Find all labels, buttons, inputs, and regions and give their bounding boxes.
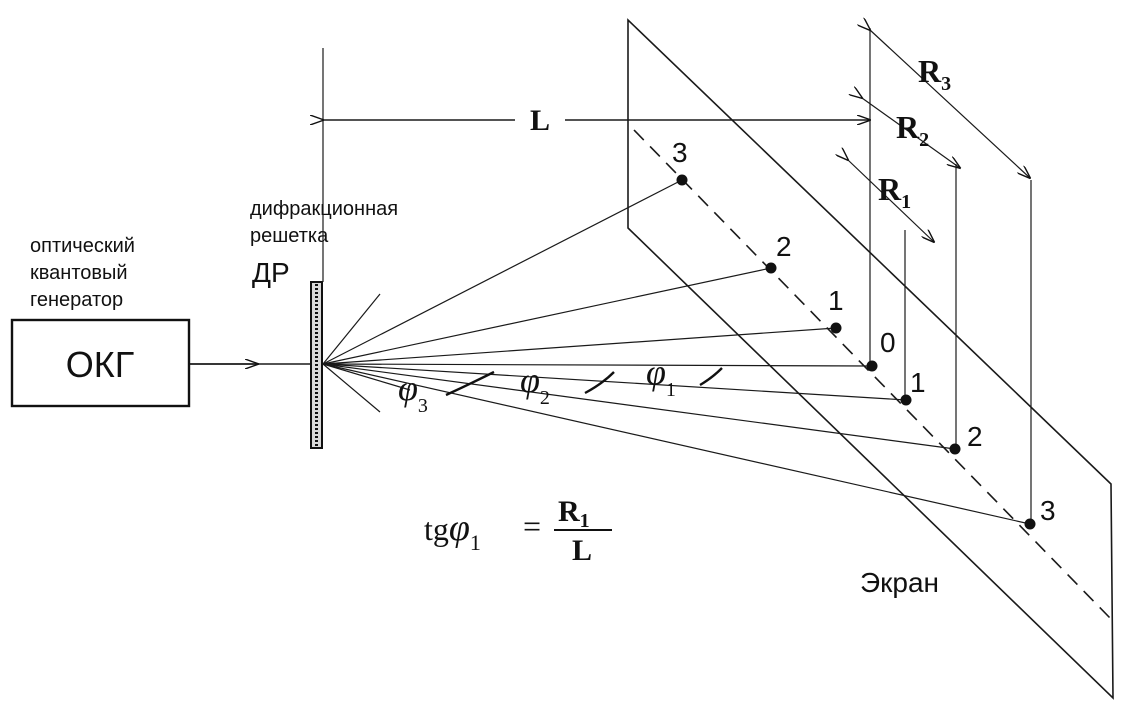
- angle-label-1: φ1: [646, 352, 676, 401]
- grating-caption-line-1: дифракционная: [250, 198, 398, 220]
- maximum-lower-1: [900, 394, 912, 406]
- order-lower-3: 3: [1040, 495, 1056, 526]
- maximum-zero: [866, 360, 878, 372]
- r3-dimension: [870, 30, 1030, 178]
- angle-arc-1: [699, 367, 723, 387]
- maximum-lower-2: [949, 443, 961, 455]
- laser-caption-line-3: генератор: [30, 289, 123, 311]
- laser-caption-line-2: квантовый: [30, 262, 128, 284]
- ray-upper-1: [322, 327, 837, 365]
- maximum-upper-3: [676, 174, 688, 186]
- angle-arc-2: [584, 371, 615, 395]
- ray-short-upper: [322, 293, 381, 365]
- grating-abbr: ДР: [252, 257, 290, 288]
- formula-lhs: tgφ1: [424, 507, 481, 555]
- laser-caption-line-1: оптический: [30, 235, 135, 257]
- screen-plane: [627, 18, 1114, 700]
- formula-numerator: R1: [558, 495, 590, 532]
- order-lower-1: 1: [910, 367, 926, 398]
- ray-zero: [322, 363, 873, 367]
- r3-label: R3: [918, 53, 951, 95]
- screen-label: Экран: [860, 567, 939, 598]
- order-lower-2: 2: [967, 421, 983, 452]
- maximum-lower-3: [1024, 518, 1036, 530]
- maxima-axis: [633, 129, 1111, 619]
- grating-caption-line-2: решетка: [250, 225, 329, 247]
- order-upper-2: 2: [776, 231, 792, 262]
- formula-equals: =: [523, 508, 541, 544]
- ray-lower-2: [322, 363, 956, 450]
- formula-denominator: L: [572, 534, 592, 567]
- ray-lower-1: [322, 363, 907, 401]
- distance-l-label: L: [530, 104, 550, 137]
- r1-label: R1: [878, 171, 911, 213]
- order-zero: 0: [880, 327, 896, 358]
- laser-box-label: ОКГ: [66, 344, 134, 385]
- angle-label-2: φ2: [520, 360, 550, 409]
- diffracted-rays: [322, 179, 1031, 525]
- order-upper-1: 1: [828, 285, 844, 316]
- maximum-upper-2: [765, 262, 777, 274]
- maximum-upper-1: [830, 322, 842, 334]
- order-upper-3: 3: [672, 137, 688, 168]
- ray-short-lower-2: [322, 363, 411, 391]
- angle-arc-3: [445, 370, 495, 397]
- ray-upper-3: [322, 179, 683, 365]
- r2-label: R2: [896, 109, 929, 151]
- angle-label-3: φ3: [398, 368, 428, 417]
- ray-short-lower: [322, 363, 381, 413]
- laser-box: [10, 318, 191, 408]
- ray-upper-2: [322, 267, 772, 365]
- ray-lower-3: [322, 363, 1031, 525]
